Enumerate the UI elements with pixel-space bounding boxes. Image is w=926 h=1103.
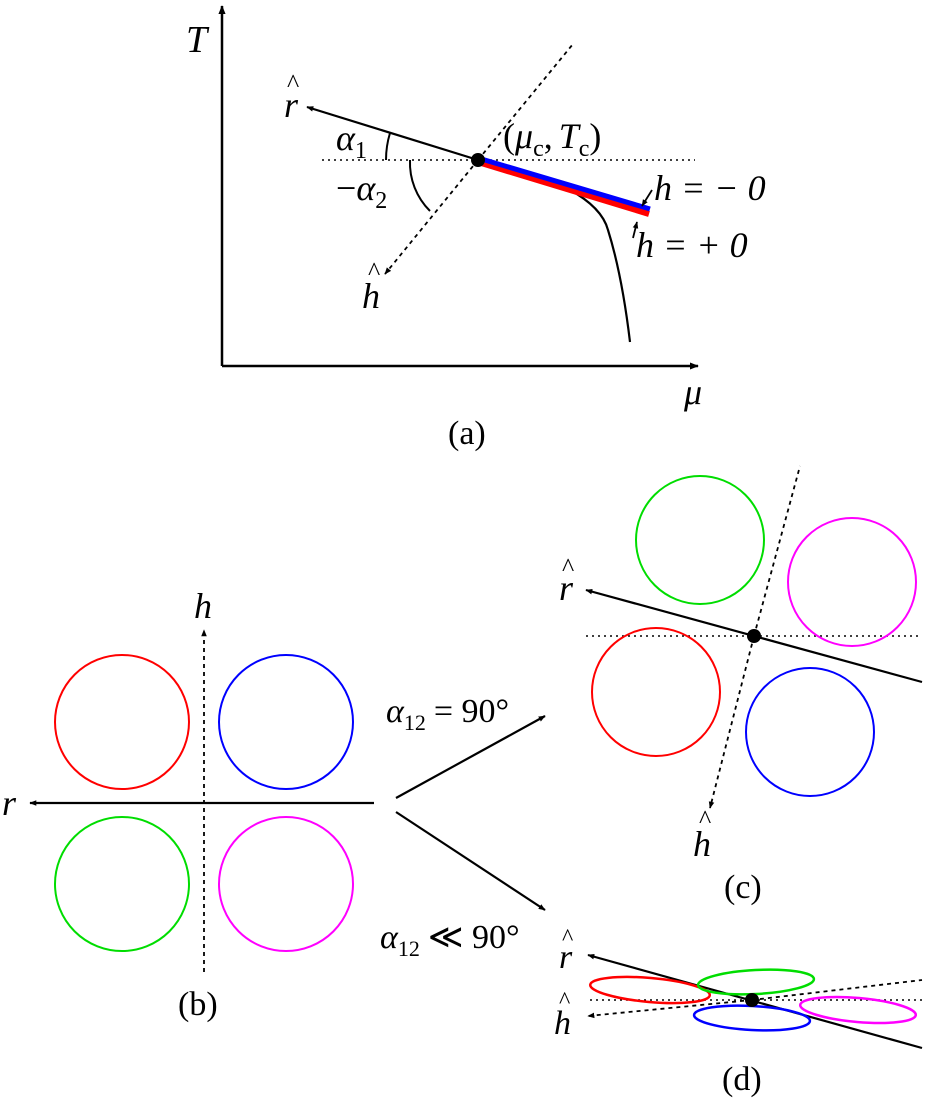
magenta-ellipse-d	[798, 995, 918, 1025]
panel-c-label: (c)	[724, 869, 762, 906]
magenta-circle-c	[787, 517, 917, 647]
h-hat-label-c: h	[693, 824, 711, 864]
h-plus-pointer	[632, 221, 639, 239]
r-hat-label: r	[284, 85, 299, 125]
green-circle-c	[635, 475, 765, 605]
r-hat-caret: ^	[287, 69, 299, 98]
r-axis-b-label: r	[2, 783, 17, 823]
arrow-to-d	[395, 811, 546, 911]
blue-line-h-minus	[477, 155, 651, 212]
h-hat-line-d	[587, 999, 753, 1019]
alpha1-label: α1	[336, 118, 367, 164]
red-circle-b	[54, 654, 190, 790]
h-hat-caret-c: ^	[699, 805, 711, 834]
h-hat-caret-d: ^	[559, 988, 570, 1014]
h-plus-zero-label: h = + 0	[636, 225, 748, 265]
magenta-circle-b	[218, 816, 354, 952]
panel-d: r ^ h ^ (d)	[554, 925, 923, 1098]
r-hat-caret-d: ^	[562, 925, 573, 951]
diagonal-dotted-line	[477, 43, 574, 161]
h-axis-b-label: h	[194, 586, 212, 626]
panel-c: r ^ h ^ (c)	[559, 465, 923, 906]
blue-circle-b	[218, 654, 354, 790]
r-hat-arrow	[306, 105, 479, 162]
h-hat-label: h	[362, 276, 380, 316]
h-hat-label-d: h	[554, 1005, 571, 1042]
critical-point-d	[745, 993, 759, 1007]
r-hat-label-d: r	[559, 939, 573, 976]
green-ellipse-d	[696, 968, 816, 996]
red-circle-c	[591, 627, 721, 757]
critical-point-label: (μc,Tc)	[503, 116, 601, 162]
red-line-h-plus	[477, 159, 650, 217]
blue-circle-c	[745, 667, 875, 797]
h-hat-line-c	[708, 635, 755, 809]
h-hat-line-c-upper	[753, 465, 801, 637]
mu-axis-label: μ	[683, 372, 702, 412]
alpha12-equal-90-label: α12= 90°	[386, 693, 509, 735]
h-minus-zero-label: h = − 0	[654, 168, 766, 208]
h-minus-pointer	[641, 189, 653, 207]
red-ellipse-d	[588, 975, 712, 1005]
h-hat-arrow	[384, 159, 479, 275]
alpha1-arc	[384, 132, 391, 161]
r-hat-label-c: r	[559, 568, 574, 608]
panel-a-label: (a)	[448, 415, 486, 452]
panel-a: T μ r ^ h ^ α1 −α2 (μc,	[186, 5, 766, 452]
transition-arrows: α12= 90° α12≪ 90°	[380, 693, 546, 961]
r-hat-caret-c: ^	[562, 553, 574, 582]
t-axis-label: T	[186, 19, 210, 61]
critical-point-c	[747, 629, 761, 643]
alpha12-much-less-90-label: α12≪ 90°	[380, 919, 520, 961]
green-circle-b	[54, 816, 190, 952]
alpha2-arc	[408, 159, 431, 212]
h-hat-caret: ^	[368, 257, 380, 286]
arrow-to-c	[395, 715, 546, 799]
alpha2-label: −α2	[336, 168, 387, 214]
critical-point	[471, 153, 485, 167]
panel-b: h r (b)	[2, 586, 374, 1023]
panel-b-label: (b)	[178, 986, 218, 1023]
panel-d-label: (d)	[722, 1061, 762, 1098]
blue-ellipse-d	[692, 1004, 812, 1032]
